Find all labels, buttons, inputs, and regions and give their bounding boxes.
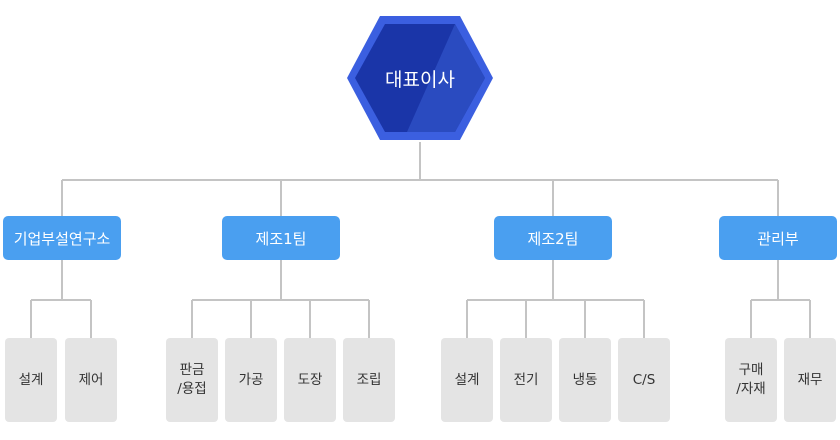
ceo-node: 대표이사 — [345, 14, 495, 142]
sub-sheetmetal-welding: 판금 /용접 — [166, 338, 218, 422]
sub-purchasing-materials: 구매 /자재 — [725, 338, 777, 422]
sub-refrigeration: 냉동 — [559, 338, 611, 422]
dept-manufacturing-1: 제조1팀 — [222, 216, 340, 260]
dept-manufacturing-2: 제조2팀 — [494, 216, 612, 260]
sub-assembly: 조립 — [343, 338, 395, 422]
sub-design-2: 설계 — [441, 338, 493, 422]
sub-finance: 재무 — [784, 338, 836, 422]
ceo-label: 대표이사 — [385, 68, 455, 91]
sub-electrical: 전기 — [500, 338, 552, 422]
sub-painting: 도장 — [284, 338, 336, 422]
hexagon-shape — [347, 16, 493, 140]
sub-design: 설계 — [5, 338, 57, 422]
dept-management: 관리부 — [719, 216, 837, 260]
sub-customer-service: C/S — [618, 338, 670, 422]
sub-control: 제어 — [65, 338, 117, 422]
dept-research-lab: 기업부설연구소 — [3, 216, 121, 260]
sub-machining: 가공 — [225, 338, 277, 422]
